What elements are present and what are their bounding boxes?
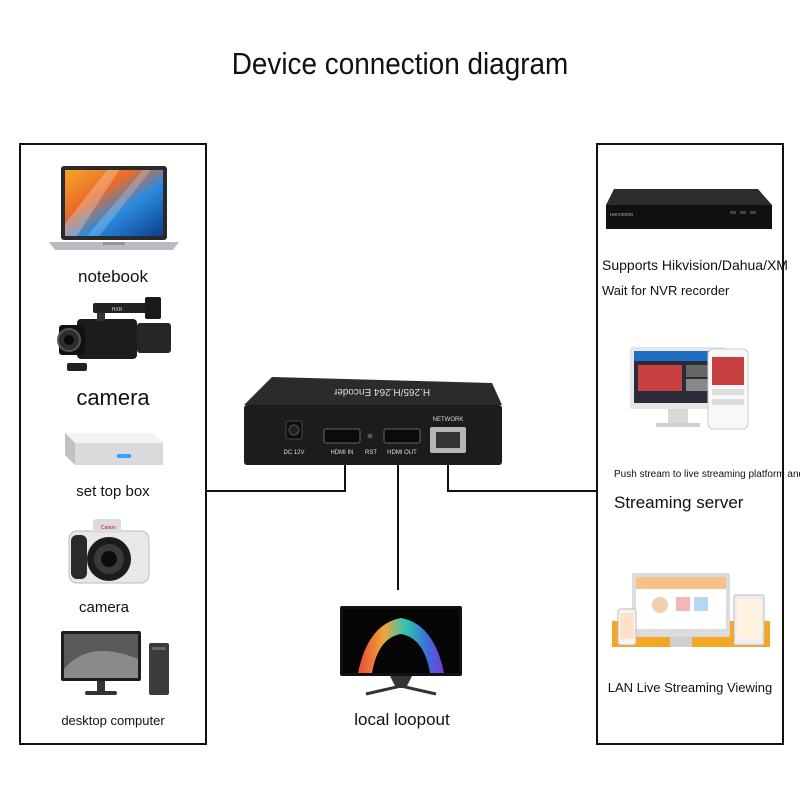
set-top-box-icon <box>65 433 163 465</box>
port-dc-label: DC 12V <box>283 450 304 456</box>
nvr-support-label: Supports Hikvision/Dahua/XM <box>602 257 788 273</box>
monitor-icon <box>340 606 462 696</box>
wire-hdmi-out-to-monitor <box>397 450 399 590</box>
port-network-label: NETWORK <box>433 417 464 423</box>
lan-viewing-label: LAN Live Streaming Viewing <box>607 680 773 695</box>
local-loopout-label: local loopout <box>354 710 450 729</box>
mirrorless-camera-icon: Canon <box>68 519 150 584</box>
svg-text:Canon: Canon <box>101 525 116 531</box>
svg-text:HXR: HXR <box>112 307 123 313</box>
port-hdmi-in-label: HDMI IN <box>331 450 354 456</box>
encoder-top-label: H.265/H.264 Encoder <box>333 386 430 397</box>
notebook-icon <box>49 166 179 250</box>
output-targets-panel: HIKVISION Supports Hikvision/Dahua/XM Wa… <box>596 143 800 745</box>
notebook-label: notebook <box>78 267 148 286</box>
port-rst-label: RST <box>365 450 377 456</box>
desktop-computer-label: desktop computer <box>61 713 165 728</box>
wire-network-riser <box>447 450 449 492</box>
port-hdmi-out-label: HDMI OUT <box>387 450 417 456</box>
wire-hdmi-in-riser <box>344 450 346 492</box>
encoder-device: H.265/H.264 Encoder DC 12V HDMI IN RST H… <box>244 377 502 465</box>
nvr-wait-label: Wait for NVR recorder <box>602 283 730 298</box>
push-stream-label: Push stream to live streaming platform a… <box>614 469 800 480</box>
nvr-brand-text: HIKVISION <box>610 212 633 217</box>
camcorder-icon: HXR <box>57 297 171 371</box>
set-top-box-label: set top box <box>76 483 150 500</box>
camera-pro-label: camera <box>76 385 150 410</box>
streaming-server-label: Streaming server <box>614 493 744 512</box>
input-sources-panel: notebook HXR camera set top box Canon ca… <box>19 143 207 745</box>
wire-inputs-to-hdmi-in <box>203 490 346 492</box>
lan-viewing-icon <box>612 573 770 647</box>
desktop-computer-icon <box>61 631 169 695</box>
nvr-recorder-icon: HIKVISION <box>606 189 772 229</box>
camera-mirrorless-label: camera <box>79 599 130 616</box>
page-title: Device connection diagram <box>231 46 569 81</box>
wire-network-to-outputs <box>447 490 596 492</box>
streaming-server-icon <box>630 347 749 430</box>
